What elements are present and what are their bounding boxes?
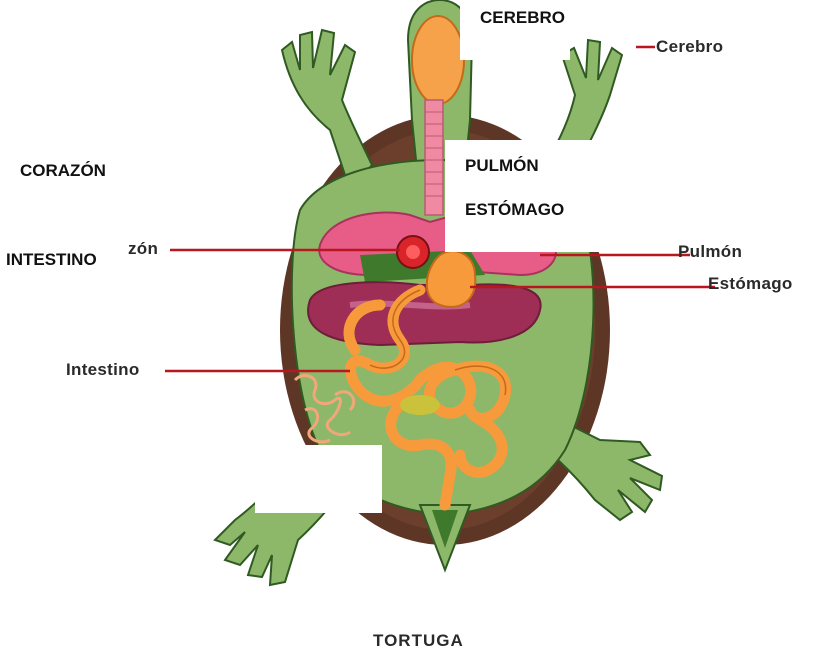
- overlay-label-corazon: CORAZÓN: [20, 161, 106, 181]
- overlay-label-cerebro: CEREBRO: [480, 8, 565, 28]
- image-label-corazon-fragment: zón: [128, 239, 158, 259]
- overlay-label-intestino: INTESTINO: [6, 250, 97, 270]
- overlay-label-pulmon: PULMÓN: [465, 156, 539, 176]
- image-label-intestino: Intestino: [66, 360, 140, 380]
- trachea: [425, 100, 443, 215]
- diagram-title: TORTUGA: [373, 631, 464, 651]
- brain: [412, 16, 464, 104]
- image-label-pulmon: Pulmón: [678, 242, 742, 262]
- image-label-estomago: Estómago: [708, 274, 793, 294]
- front-left-limb: [282, 30, 372, 190]
- image-label-cerebro: Cerebro: [656, 37, 723, 57]
- blank-answer-box: [255, 445, 382, 513]
- overlay-label-estomago: ESTÓMAGO: [465, 200, 564, 220]
- bladder: [400, 395, 440, 415]
